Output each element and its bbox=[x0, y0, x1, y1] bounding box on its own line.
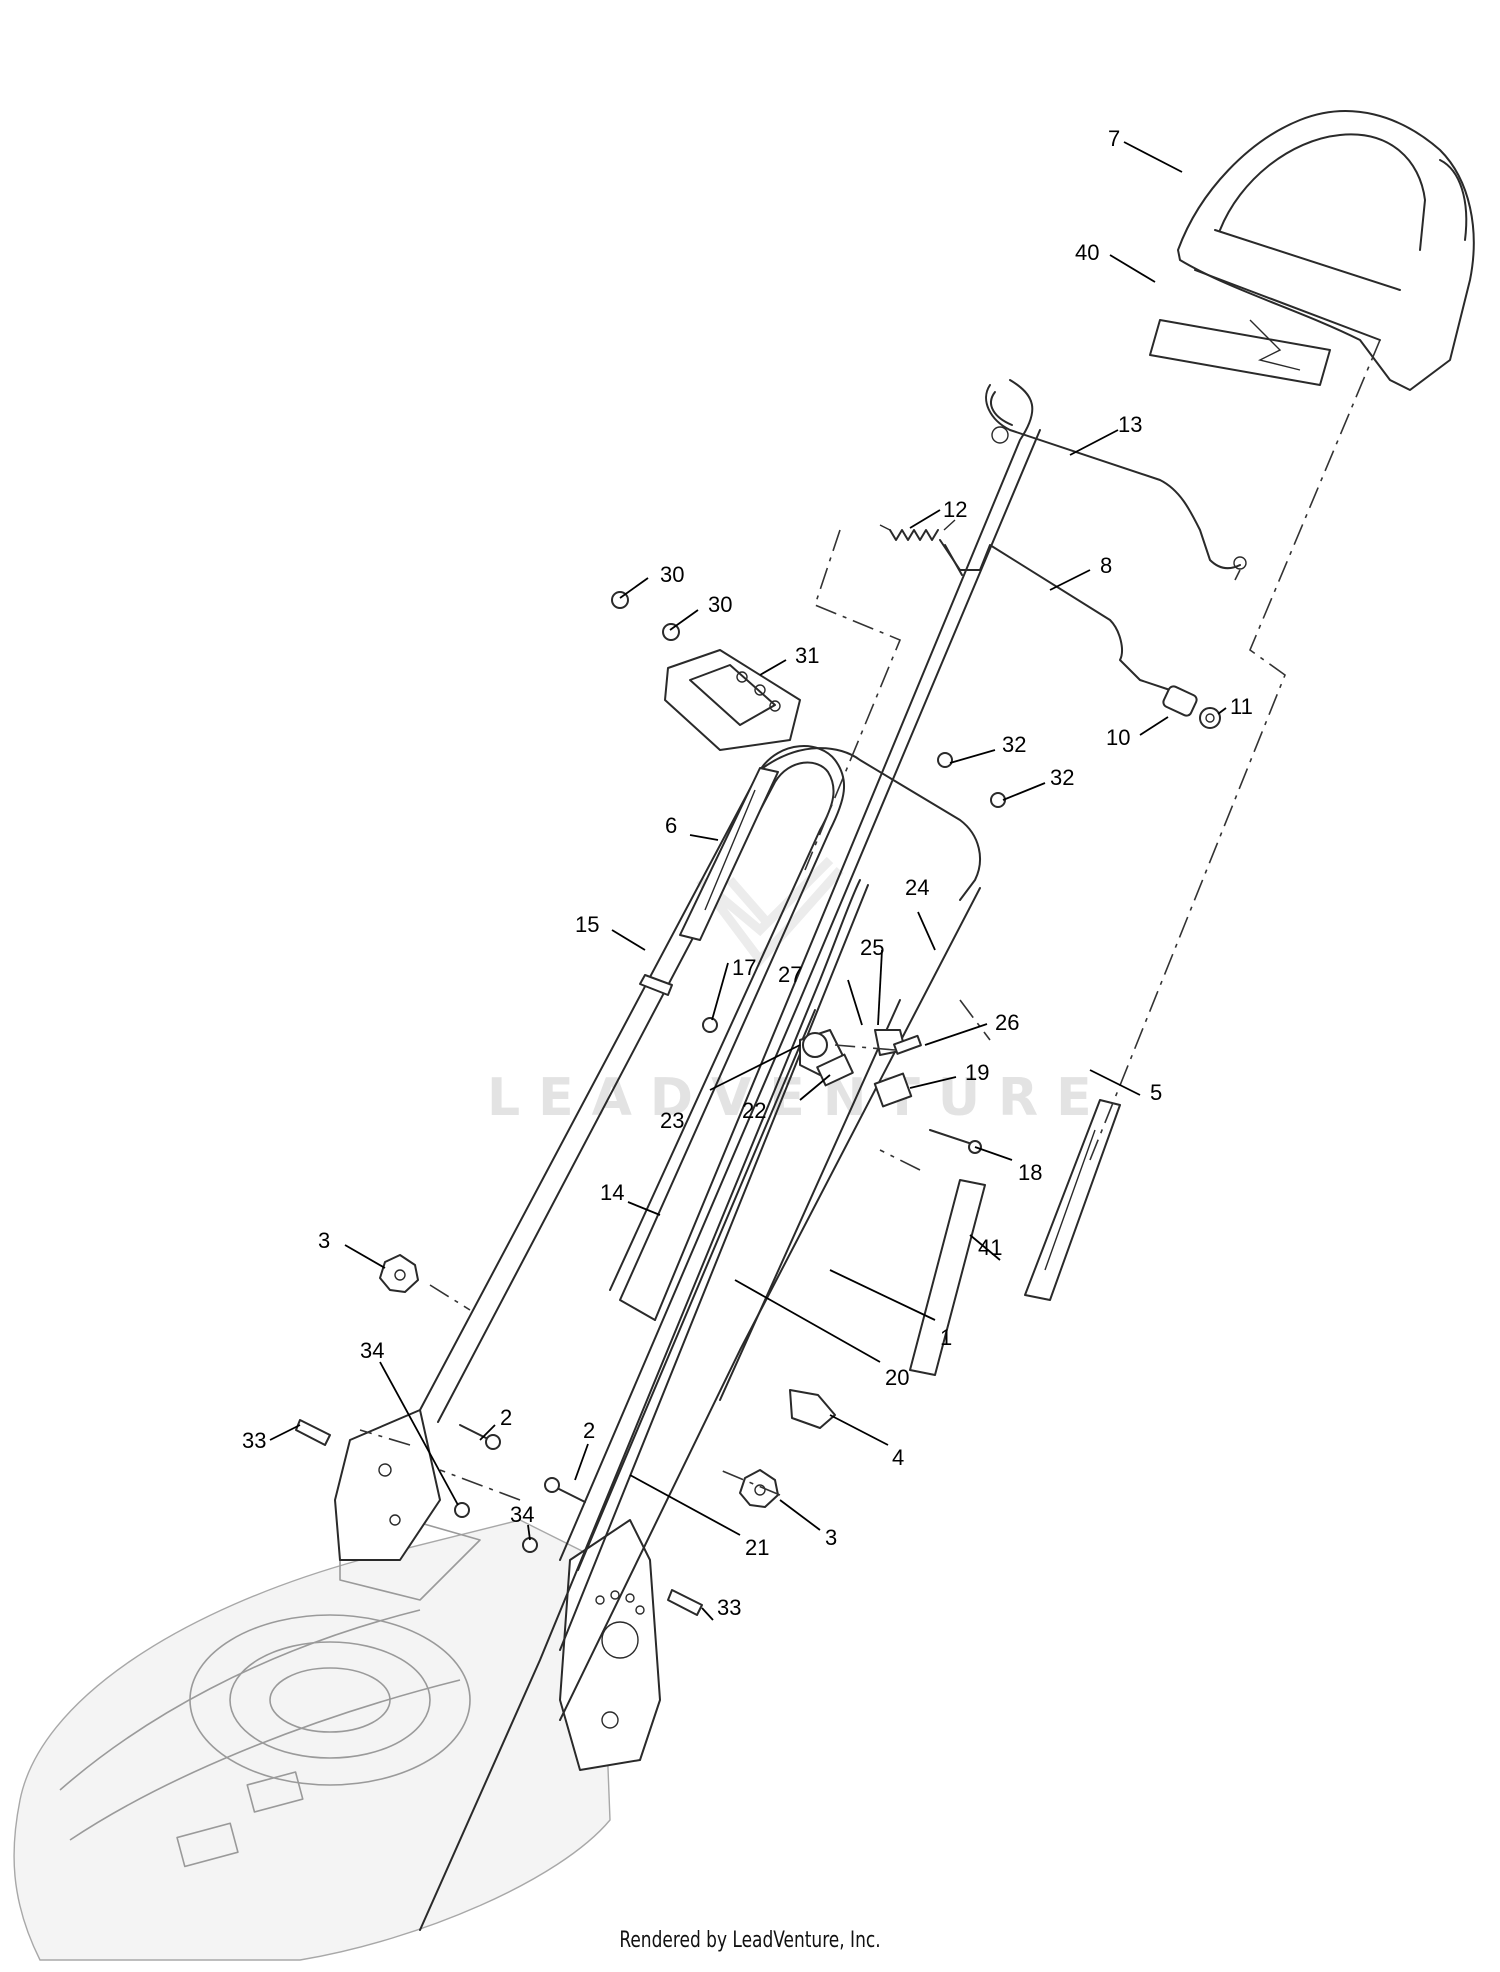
bolts-2 bbox=[459, 1424, 586, 1503]
handle-decal bbox=[1149, 319, 1331, 386]
nut-11 bbox=[1199, 707, 1221, 729]
callout-27: 27 bbox=[778, 962, 802, 987]
callout-21: 21 bbox=[745, 1535, 769, 1560]
handle-grip bbox=[1177, 110, 1475, 391]
callouts: 7 40 13 12 8 30 30 31 11 10 32 32 6 24 1… bbox=[242, 126, 1253, 1620]
cable-guide-left bbox=[679, 767, 779, 941]
callout-30a: 30 bbox=[660, 562, 684, 587]
callout-12: 12 bbox=[943, 497, 967, 522]
callout-20: 20 bbox=[885, 1365, 909, 1390]
callout-3a: 3 bbox=[318, 1228, 330, 1253]
callout-33a: 33 bbox=[242, 1428, 266, 1453]
spring bbox=[879, 519, 956, 541]
pin-15 bbox=[639, 974, 673, 996]
callout-32b: 32 bbox=[1050, 765, 1074, 790]
pin-18 bbox=[929, 1129, 982, 1154]
callout-5: 5 bbox=[1150, 1080, 1162, 1105]
callout-2a: 2 bbox=[500, 1405, 512, 1430]
callout-31: 31 bbox=[795, 643, 819, 668]
nuts-34 bbox=[454, 1502, 538, 1553]
callout-11: 11 bbox=[1230, 694, 1253, 719]
callout-2b: 2 bbox=[583, 1418, 595, 1443]
lever-4 bbox=[789, 1389, 836, 1429]
callout-23: 23 bbox=[660, 1108, 684, 1133]
callout-15: 15 bbox=[575, 912, 599, 937]
callout-32a: 32 bbox=[1002, 732, 1026, 757]
callout-10: 10 bbox=[1106, 725, 1130, 750]
callout-18: 18 bbox=[1018, 1160, 1042, 1185]
callout-6: 6 bbox=[665, 813, 677, 838]
callout-22: 22 bbox=[742, 1098, 766, 1123]
height-bracket-right bbox=[559, 1519, 661, 1771]
handle-frame bbox=[419, 379, 1041, 1571]
callout-25: 25 bbox=[860, 935, 884, 960]
callout-1: 1 bbox=[940, 1325, 952, 1350]
control-rod bbox=[939, 539, 1171, 691]
bushing bbox=[1162, 685, 1198, 717]
bracket-19 bbox=[873, 1072, 913, 1108]
control-panel bbox=[664, 649, 801, 751]
callout-17: 17 bbox=[732, 955, 756, 980]
callout-13: 13 bbox=[1118, 412, 1142, 437]
cable-guide-right bbox=[1024, 1099, 1121, 1301]
callout-4: 4 bbox=[892, 1445, 904, 1470]
assembly-lines bbox=[359, 339, 1381, 1501]
mower-deck bbox=[13, 1499, 611, 1961]
callout-41: 41 bbox=[978, 1235, 1002, 1260]
height-bracket-left bbox=[334, 1409, 441, 1561]
callout-14: 14 bbox=[600, 1180, 624, 1205]
upper-handle bbox=[759, 747, 981, 901]
callout-26: 26 bbox=[995, 1010, 1019, 1035]
leader-lines bbox=[269, 141, 1227, 1621]
callout-19: 19 bbox=[965, 1060, 989, 1085]
nuts-32 bbox=[937, 752, 1006, 808]
nut-17 bbox=[702, 1017, 718, 1033]
bail-wire bbox=[985, 384, 1247, 570]
callout-7: 7 bbox=[1108, 126, 1120, 151]
callout-34a: 34 bbox=[360, 1338, 384, 1363]
callout-3b: 3 bbox=[825, 1525, 837, 1550]
callout-8: 8 bbox=[1100, 553, 1112, 578]
callout-24: 24 bbox=[905, 875, 929, 900]
knob-3-lower bbox=[739, 1469, 779, 1508]
ball-knobs bbox=[611, 591, 680, 641]
watermark-text: LEADVENTURE bbox=[487, 1068, 1110, 1128]
callout-33b: 33 bbox=[717, 1595, 741, 1620]
callout-34b: 34 bbox=[510, 1502, 534, 1527]
callout-40: 40 bbox=[1075, 240, 1099, 265]
pins-33 bbox=[295, 1419, 703, 1616]
callout-30b: 30 bbox=[708, 592, 732, 617]
knob-3-upper bbox=[379, 1254, 419, 1293]
decal-41 bbox=[909, 1179, 986, 1376]
render-credit: Rendered by LeadVenture, Inc. bbox=[619, 1928, 881, 1953]
